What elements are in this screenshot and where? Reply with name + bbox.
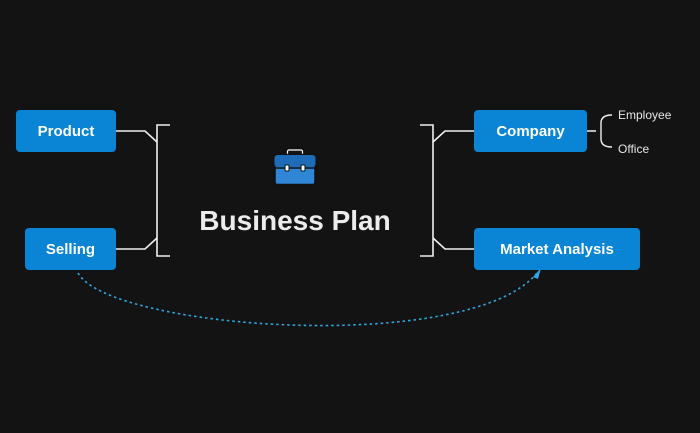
connector-company-subtopics [587, 114, 613, 148]
connector-product [116, 130, 158, 143]
connector-company [432, 130, 474, 143]
subtopic-employee[interactable]: Employee [618, 108, 672, 122]
central-topic-title[interactable]: Business Plan [199, 205, 391, 236]
connector-selling [116, 237, 158, 250]
left-bracket [156, 124, 170, 257]
topic-selling[interactable]: Selling [25, 228, 116, 270]
subtopic-office[interactable]: Office [618, 142, 650, 156]
briefcase-icon [273, 147, 317, 187]
topic-product[interactable]: Product [16, 110, 116, 152]
relationship-arrowhead [533, 268, 541, 279]
topic-company[interactable]: Company [474, 110, 587, 152]
right-bracket [420, 124, 434, 257]
topic-market-analysis[interactable]: Market Analysis [474, 228, 640, 270]
relationship-line [77, 272, 538, 327]
connector-market [432, 237, 474, 250]
